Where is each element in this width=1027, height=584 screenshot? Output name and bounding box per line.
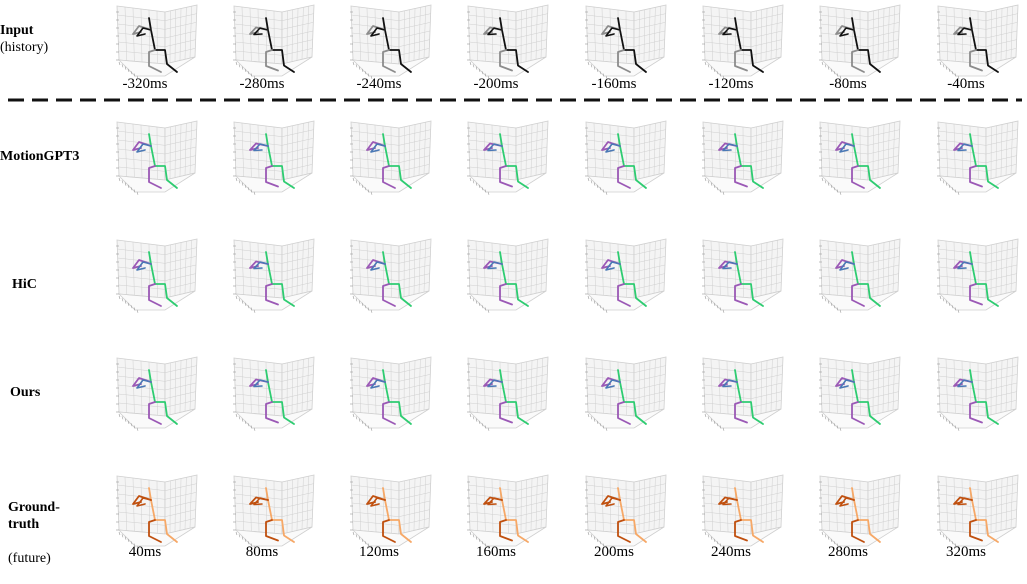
panel-hic-6 [702, 239, 783, 313]
future-time-label: 320ms [926, 544, 1006, 561]
panel-input-8 [937, 5, 1018, 79]
future-time-label: 200ms [574, 544, 654, 561]
panel-ours-8 [937, 357, 1018, 431]
panel-input-5 [585, 5, 666, 79]
panel-gt-6 [702, 475, 783, 549]
history-time-label: -40ms [926, 76, 1006, 93]
future-time-label: 80ms [222, 544, 302, 561]
panel-ours-7 [819, 357, 900, 431]
row-label-ground-truth: Ground- truth (future) [8, 482, 98, 584]
row-label-motiongpt3: MotionGPT3 [0, 148, 90, 165]
row-label-ours: Ours [10, 384, 100, 401]
panel-hic-3 [350, 239, 431, 313]
panel-input-7 [819, 5, 900, 79]
history-time-label: -280ms [222, 76, 302, 93]
history-time-label: -320ms [105, 76, 185, 93]
panel-gt-2 [233, 475, 314, 549]
panel-motiongpt3-8 [937, 121, 1018, 195]
panel-gt-5 [585, 475, 666, 549]
panel-input-3 [350, 5, 431, 79]
history-time-label: -240ms [339, 76, 419, 93]
panel-gt-1 [116, 475, 197, 549]
panel-hic-2 [233, 239, 314, 313]
panel-motiongpt3-4 [467, 121, 548, 195]
future-time-label: 160ms [456, 544, 536, 561]
panel-hic-1 [116, 239, 197, 313]
panel-input-2 [233, 5, 314, 79]
future-time-label: 120ms [339, 544, 419, 561]
panel-hic-7 [819, 239, 900, 313]
panel-gt-8 [937, 475, 1018, 549]
panel-gt-4 [467, 475, 548, 549]
history-time-label: -160ms [574, 76, 654, 93]
panel-hic-8 [937, 239, 1018, 313]
panel-motiongpt3-7 [819, 121, 900, 195]
panel-hic-4 [467, 239, 548, 313]
panel-motiongpt3-1 [116, 121, 197, 195]
history-time-label: -200ms [456, 76, 536, 93]
future-time-label: 280ms [808, 544, 888, 561]
panel-ours-6 [702, 357, 783, 431]
panel-motiongpt3-6 [702, 121, 783, 195]
panel-gt-3 [350, 475, 431, 549]
panel-input-1 [116, 5, 197, 79]
panel-input-6 [702, 5, 783, 79]
future-time-label: 40ms [105, 544, 185, 561]
panel-input-4 [467, 5, 548, 79]
panel-motiongpt3-2 [233, 121, 314, 195]
panel-ours-4 [467, 357, 548, 431]
history-time-label: -120ms [691, 76, 771, 93]
panel-ours-2 [233, 357, 314, 431]
panel-motiongpt3-3 [350, 121, 431, 195]
row-label-input: Input (history) [0, 22, 90, 56]
panel-ours-1 [116, 357, 197, 431]
panel-ours-5 [585, 357, 666, 431]
panel-gt-7 [819, 475, 900, 549]
panel-motiongpt3-5 [585, 121, 666, 195]
panel-ours-3 [350, 357, 431, 431]
panel-hic-5 [585, 239, 666, 313]
history-time-label: -80ms [808, 76, 888, 93]
future-time-label: 240ms [691, 544, 771, 561]
row-label-hic: HiC [12, 276, 102, 293]
